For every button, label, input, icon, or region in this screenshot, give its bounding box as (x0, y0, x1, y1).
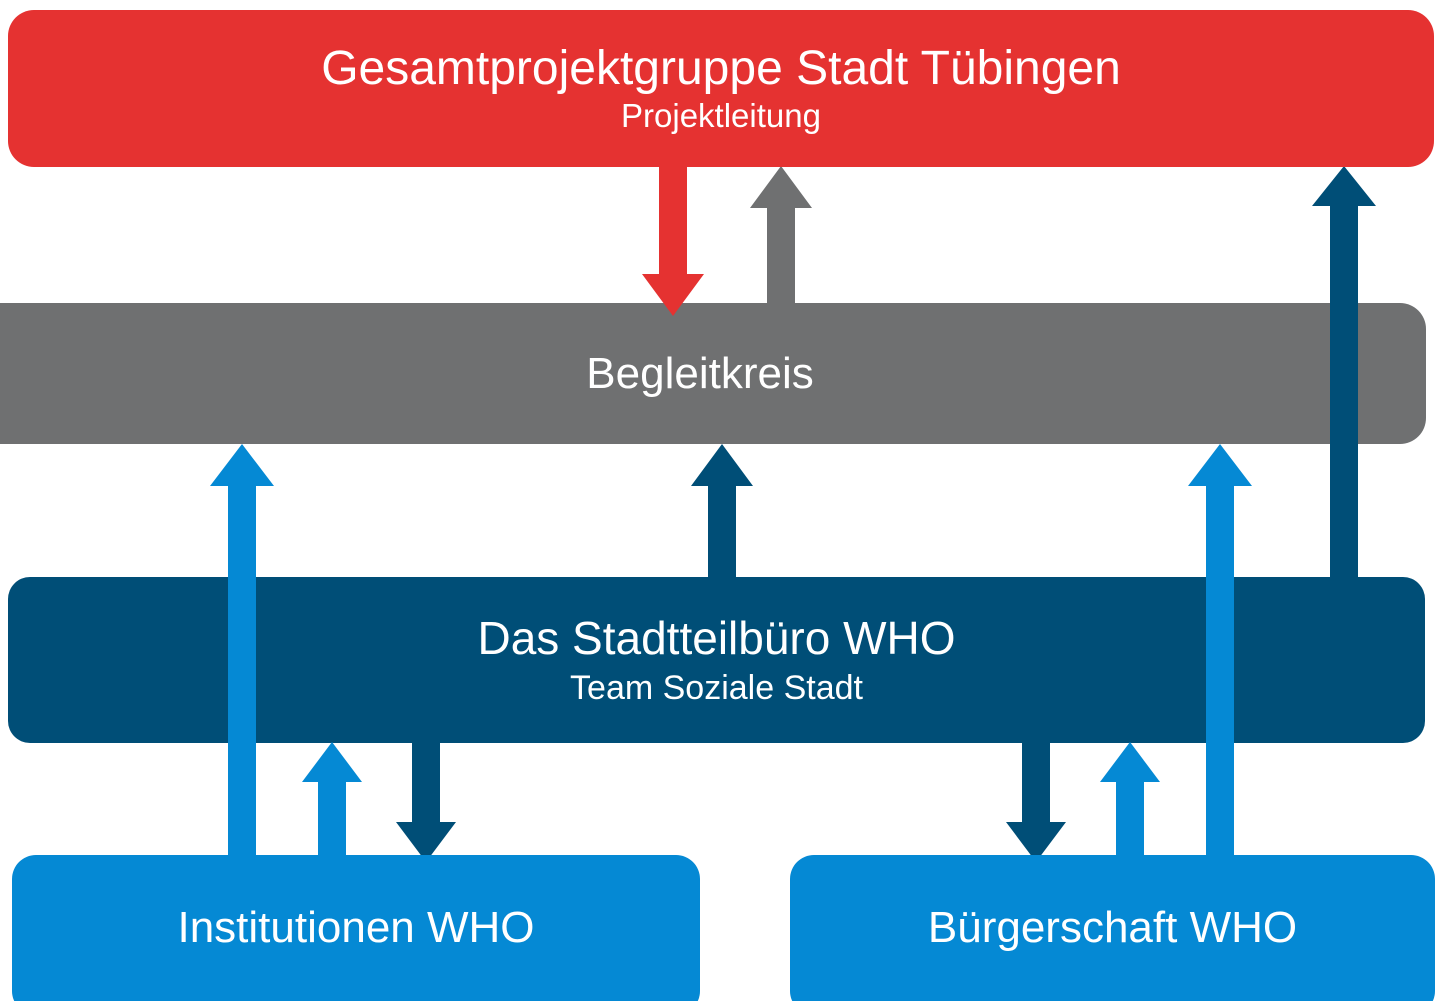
node-buergerschaft[interactable]: Bürgerschaft WHO (790, 855, 1435, 1001)
arrow-begleitkreis-to-gesamtprojektgruppe (748, 166, 814, 311)
arrow-institutionen-to-begleitkreis (208, 444, 276, 864)
node-begleitkreis[interactable]: Begleitkreis (0, 303, 1426, 444)
arrow-gesamtprojektgruppe-to-begleitkreis (640, 166, 706, 316)
node-stadtteilbuero-subtitle: Team Soziale Stadt (570, 668, 863, 707)
arrow-buergerschaft-to-begleitkreis (1186, 444, 1254, 864)
arrow-stadtteilbuero-to-buergerschaft (1004, 742, 1068, 862)
arrow-stadtteilbuero-to-begleitkreis (689, 444, 755, 584)
arrow-institutionen-to-stadtteilbuero (300, 742, 364, 864)
arrow-stadtteilbuero-to-gesamtprojektgruppe (1310, 166, 1378, 581)
arrow-stadtteilbuero-to-institutionen (394, 742, 458, 862)
node-gesamtprojektgruppe-title: Gesamtprojektgruppe Stadt Tübingen (321, 42, 1121, 96)
arrow-buergerschaft-to-stadtteilbuero (1098, 742, 1162, 864)
node-begleitkreis-title: Begleitkreis (586, 348, 814, 398)
node-gesamtprojektgruppe-subtitle: Projektleitung (621, 96, 821, 134)
node-stadtteilbuero-title: Das Stadtteilbüro WHO (477, 612, 956, 665)
node-institutionen-title: Institutionen WHO (177, 903, 535, 953)
node-buergerschaft-title: Bürgerschaft WHO (927, 903, 1298, 953)
node-gesamtprojektgruppe[interactable]: Gesamtprojektgruppe Stadt Tübingen Proje… (8, 10, 1434, 167)
node-institutionen[interactable]: Institutionen WHO (12, 855, 700, 1001)
